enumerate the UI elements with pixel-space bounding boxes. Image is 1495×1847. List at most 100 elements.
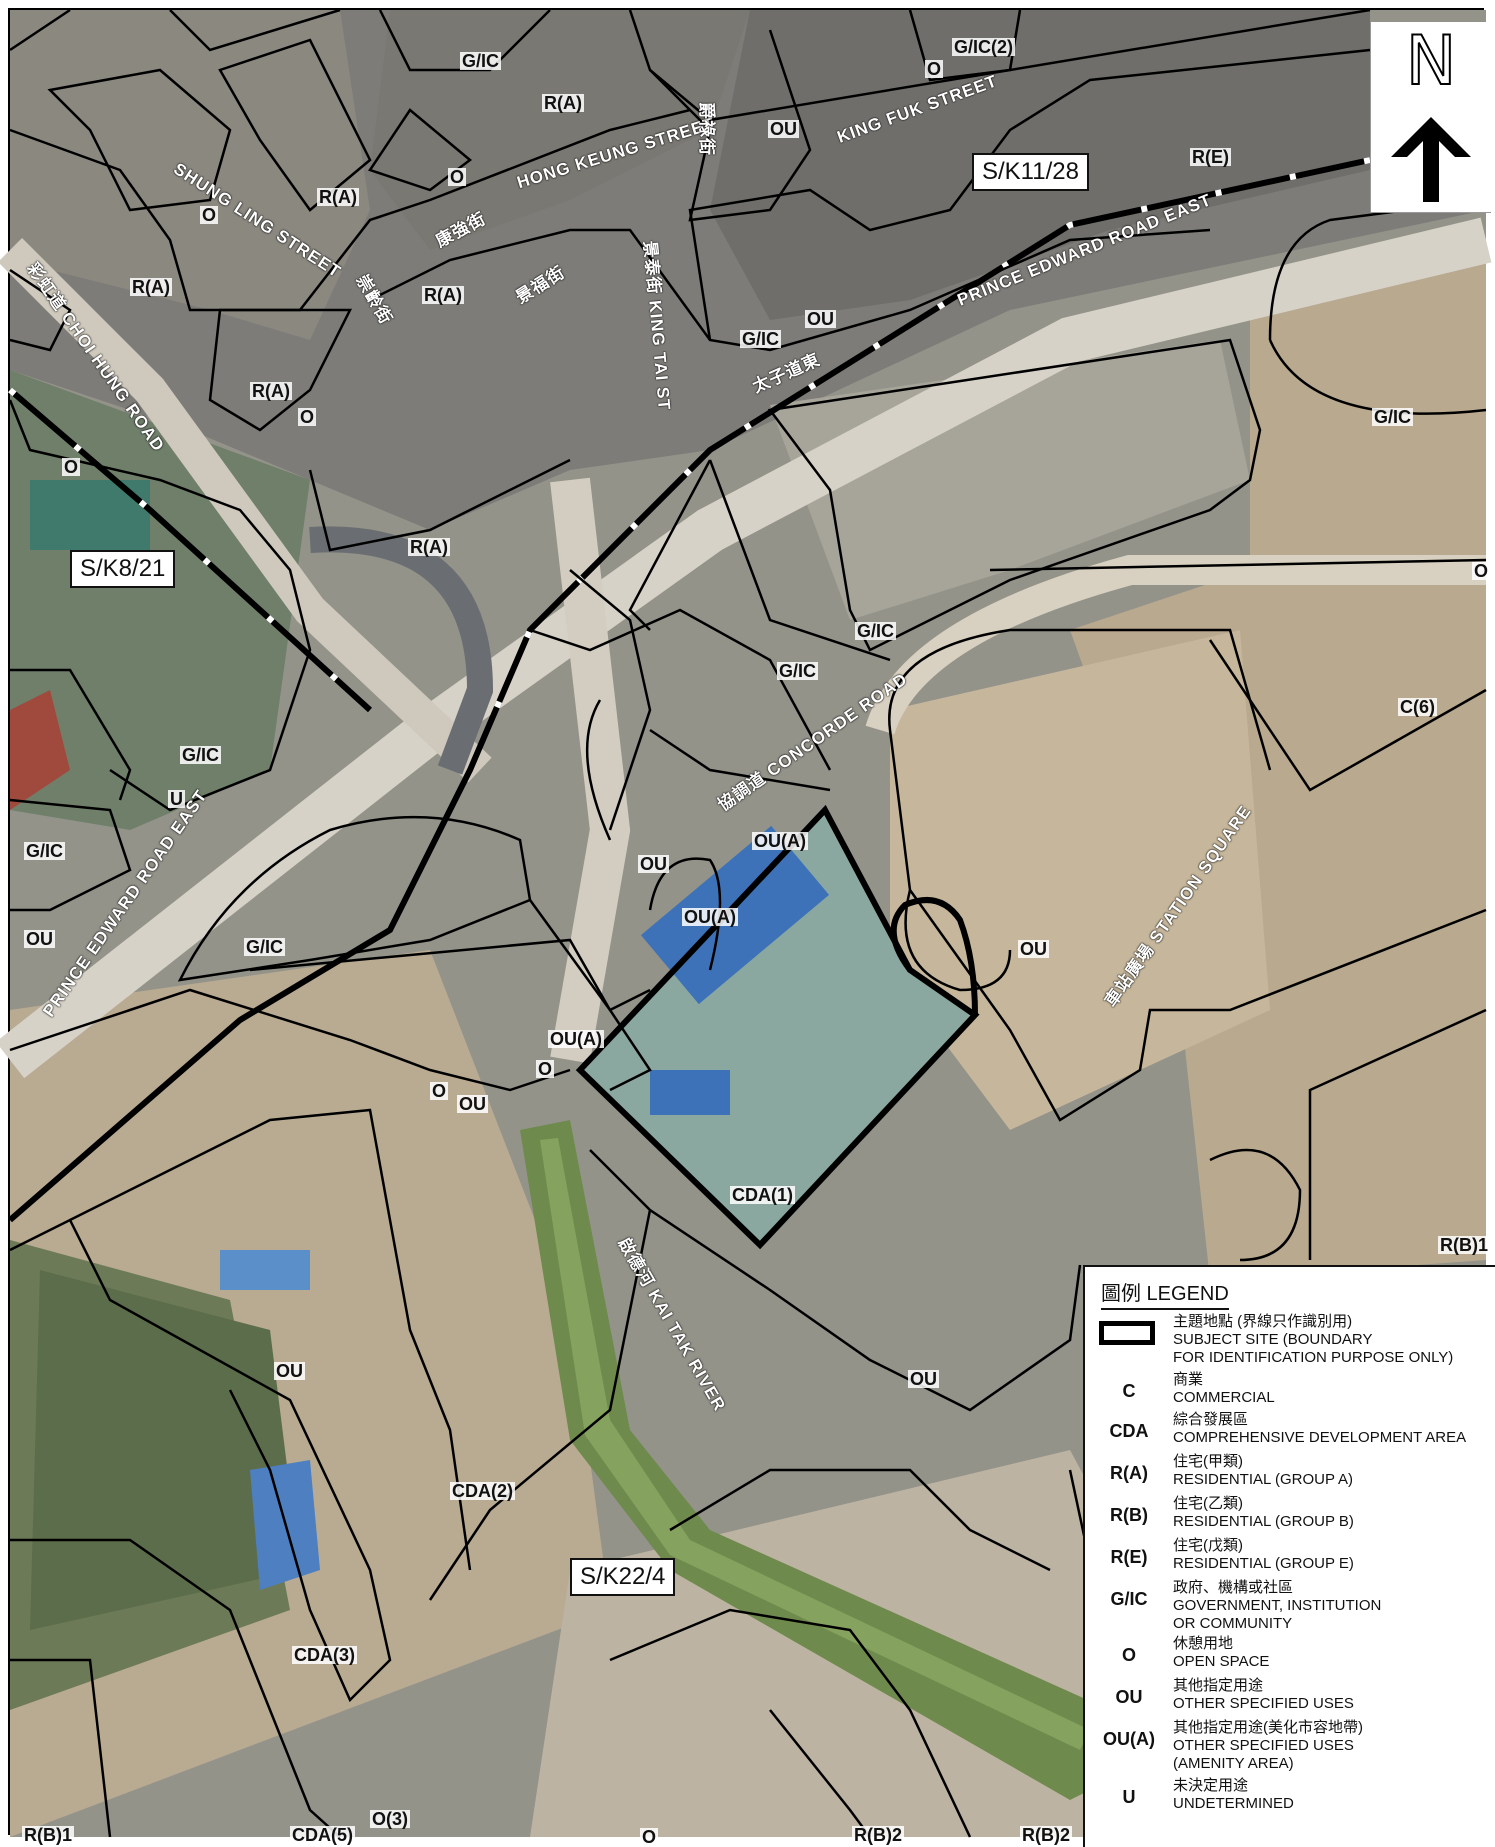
legend-text-zh: 政府、機構或社區 [1173, 1579, 1294, 1596]
legend-code: OU [1115, 1687, 1143, 1707]
zone-label: OU(A) [682, 907, 738, 927]
zone-label: O [1472, 561, 1491, 581]
zone-label: R(A) [408, 537, 450, 557]
zone-label: OU(A) [548, 1029, 604, 1049]
legend-text-en: OTHER SPECIFIED USES [1173, 1695, 1354, 1712]
legend-code: U [1122, 1787, 1136, 1807]
zone-label: OU [805, 309, 836, 329]
legend-text-en-2: OR COMMUNITY [1173, 1615, 1293, 1632]
zone-label: U [168, 789, 185, 809]
legend-text-zh: 住宅(乙類) [1173, 1495, 1243, 1512]
legend-code: R(A) [1110, 1463, 1148, 1483]
legend-text-en-2: (AMENITY AREA) [1173, 1755, 1294, 1772]
zone-label: O [448, 167, 467, 187]
zone-label: CDA(5) [290, 1825, 355, 1845]
zone-label: OU [274, 1361, 305, 1381]
legend-text-en: SUBJECT SITE (BOUNDARY [1173, 1331, 1373, 1348]
zone-label: O [640, 1827, 659, 1847]
legend-code: C [1122, 1381, 1136, 1401]
zone-label: R(A) [317, 187, 359, 207]
zone-label: O [925, 59, 944, 79]
zone-label: R(A) [250, 381, 292, 401]
north-arrow-icon [1391, 117, 1471, 202]
legend-text-zh: 其他指定用途(美化市容地帶) [1173, 1719, 1363, 1736]
legend-text-zh: 住宅(甲類) [1173, 1453, 1243, 1470]
zone-label: OU [24, 929, 55, 949]
plan-label-k11: S/K11/28 [972, 153, 1089, 191]
zone-label: O(3) [370, 1809, 410, 1829]
zone-label: R(A) [542, 93, 584, 113]
zone-label: O [62, 457, 81, 477]
zone-label: CDA(2) [450, 1481, 515, 1501]
legend-text-en: OTHER SPECIFIED USES [1173, 1737, 1354, 1754]
legend-text-en: RESIDENTIAL (GROUP A) [1173, 1471, 1354, 1488]
zone-label: R(B)1 [1438, 1235, 1490, 1255]
zone-label: G/IC [740, 329, 782, 349]
legend-text-en: COMPREHENSIVE DEVELOPMENT AREA [1173, 1429, 1467, 1446]
zone-label: R(B)2 [852, 1825, 904, 1845]
legend-text-zh: 休憩用地 [1173, 1635, 1234, 1652]
zone-label: O [430, 1081, 449, 1101]
aerial-map[interactable] [0, 8, 1492, 1838]
legend-text-en: GOVERNMENT, INSTITUTION [1173, 1597, 1382, 1614]
zone-label: O [200, 205, 219, 225]
zone-label: R(A) [422, 285, 464, 305]
zone-label: G/IC [180, 745, 222, 765]
zone-label: CDA(3) [292, 1645, 357, 1665]
legend-text-en: UNDETERMINED [1173, 1795, 1294, 1812]
legend-code: G/IC [1110, 1589, 1148, 1609]
zone-label: G/IC [777, 661, 819, 681]
zone-label: OU [768, 119, 799, 139]
legend-title: 圖例 LEGEND [1101, 1277, 1229, 1310]
legend-text-zh: 商業 [1173, 1371, 1204, 1388]
subject-site-swatch [1099, 1321, 1155, 1345]
plan-label-k22: S/K22/4 [570, 1558, 676, 1596]
north-arrow: N [1370, 22, 1491, 213]
legend-code: O [1121, 1645, 1136, 1665]
legend-text-en: OPEN SPACE [1173, 1653, 1270, 1670]
zone-label: C(6) [1398, 697, 1437, 717]
legend-text-en: RESIDENTIAL (GROUP B) [1173, 1513, 1354, 1530]
zone-label: O [298, 407, 317, 427]
legend-text: 住宅(戊類)RESIDENTIAL (GROUP E) [1173, 1537, 1354, 1573]
zone-label: G/IC [244, 937, 286, 957]
subject-site-boundary [575, 804, 980, 1250]
legend-text-zh: 其他指定用途 [1173, 1677, 1264, 1694]
zone-label: R(B)1 [22, 1825, 74, 1845]
zone-label: G/IC [24, 841, 66, 861]
legend-text: 住宅(乙類)RESIDENTIAL (GROUP B) [1173, 1495, 1354, 1531]
zone-label: R(E) [1190, 147, 1231, 167]
legend-panel: 圖例 LEGEND 主題地點 (界線只作識別用)SUBJECT SITE (BO… [1083, 1265, 1495, 1847]
zone-label: R(A) [130, 277, 172, 297]
legend-code: CDA [1109, 1421, 1149, 1441]
zone-label: CDA(1) [730, 1185, 795, 1205]
plan-label-k8: S/K8/21 [70, 550, 176, 588]
legend-text-en: COMMERCIAL [1173, 1389, 1275, 1406]
legend-text-zh: 綜合發展區 [1173, 1411, 1249, 1428]
legend-code: R(B) [1110, 1505, 1148, 1525]
zone-label: OU(A) [752, 831, 808, 851]
zone-label: G/IC [855, 621, 897, 641]
legend-text: 其他指定用途(美化市容地帶)OTHER SPECIFIED USES(AMENI… [1173, 1719, 1363, 1773]
zone-label: O [536, 1059, 555, 1079]
legend-text-zh: 主題地點 (界線只作識別用) [1173, 1313, 1353, 1330]
zone-label: G/IC [460, 51, 502, 71]
legend-text-en-2: FOR IDENTIFICATION PURPOSE ONLY) [1173, 1349, 1454, 1366]
legend-code: OU(A) [1103, 1729, 1155, 1749]
legend-text-zh: 住宅(戊類) [1173, 1537, 1243, 1554]
legend-code: R(E) [1110, 1547, 1148, 1567]
legend-text-zh: 未決定用途 [1173, 1777, 1249, 1794]
zone-label: R(B)2 [1020, 1825, 1072, 1845]
street-label: 爵祿街 [697, 102, 716, 156]
legend-text-en: RESIDENTIAL (GROUP E) [1173, 1555, 1354, 1572]
zone-label: G/IC [1372, 407, 1414, 427]
zone-label: OU [1018, 939, 1049, 959]
